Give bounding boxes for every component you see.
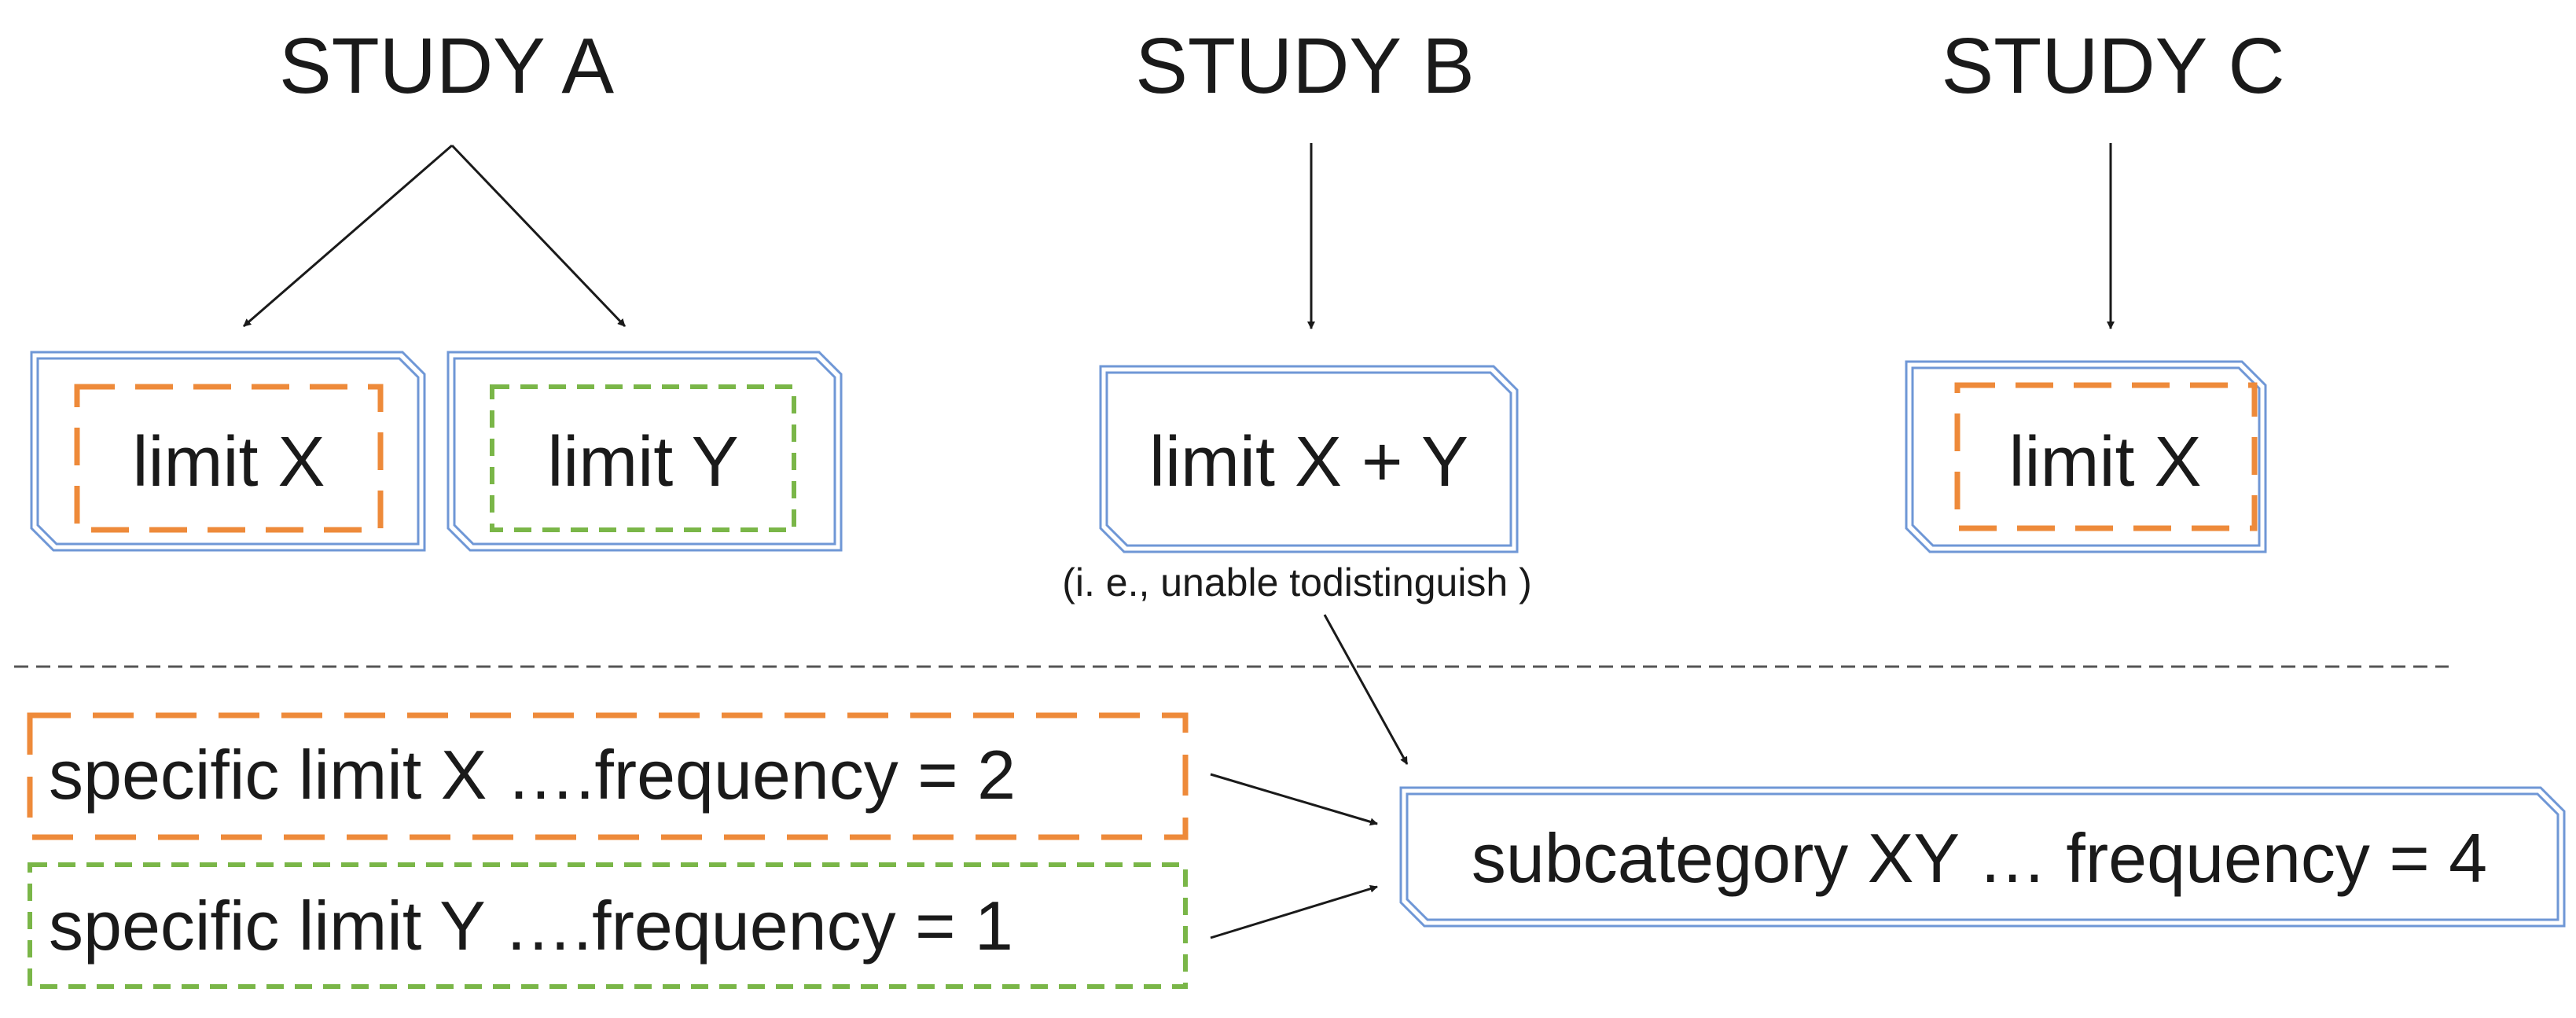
specific-limit-x-label: specific limit X ….frequency = 2	[49, 736, 1016, 814]
study-a-title: STUDY A	[279, 22, 614, 110]
study-b-limit-xy-card: limit X + Y	[1099, 365, 1519, 553]
specific-limit-x-row: specific limit X ….frequency = 2	[27, 712, 1189, 840]
limit-x-label: limit X	[133, 423, 325, 502]
limit-y-dashed-frame	[490, 384, 796, 532]
study-c-limit-x-card: limit X	[1905, 360, 2267, 553]
study-a-limit-x-card: limit X	[30, 351, 426, 552]
specific-limit-y-dashed-frame	[28, 862, 1188, 989]
subcategory-xy-label: subcategory XY … frequency = 4	[1472, 819, 2487, 897]
limit-xy-label: limit X + Y	[1149, 423, 1468, 502]
study-a-limit-y-card: limit Y	[446, 351, 843, 552]
arrow-a-to-x	[243, 144, 453, 328]
subcategory-xy-card: subcategory XY … frequency = 4	[1399, 786, 2566, 928]
specific-limit-x-dashed-frame	[27, 712, 1189, 840]
study-a-arrows	[243, 144, 627, 328]
arrow-note-to-subcategory	[1323, 614, 1409, 765]
arrow-a-to-y	[450, 144, 627, 328]
specific-limit-y-row: specific limit Y ….frequency = 1	[28, 862, 1188, 989]
study-c-limit-x-dashed-frame	[1954, 382, 2258, 531]
specific-limit-y-label: specific limit Y ….frequency = 1	[49, 887, 1013, 965]
study-c-title: STUDY C	[1941, 22, 2284, 110]
unable-to-distinguish-note: (i. e., unable todistinguish )	[1062, 560, 1532, 605]
arrow-x-to-subcategory	[1210, 773, 1378, 826]
arrow-y-to-subcategory	[1210, 884, 1378, 939]
limit-y-label: limit Y	[547, 423, 738, 502]
study-b-title: STUDY B	[1135, 22, 1475, 110]
limit-x-dashed-frame	[74, 384, 384, 533]
study-c-limit-x-label: limit X	[2009, 423, 2202, 502]
